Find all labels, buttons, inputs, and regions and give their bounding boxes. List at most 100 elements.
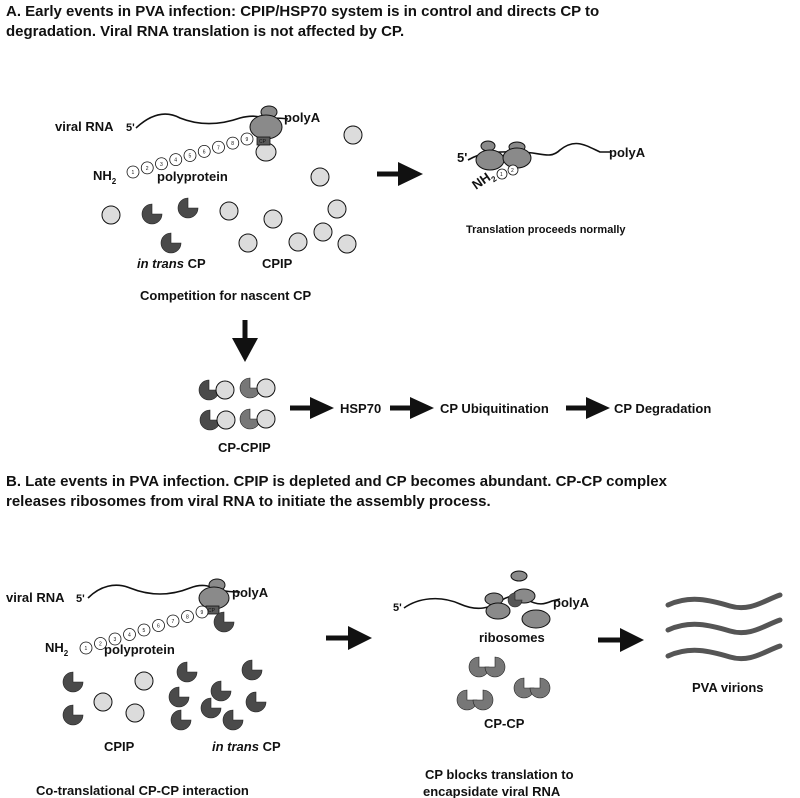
panel-a-in-trans-cp-pool [141,197,199,254]
panel-a-arrow-right [377,162,423,186]
panel-a-arrow-down [232,320,258,362]
panel-a-ubiquitination-label: CP Ubiquitination [440,401,549,416]
panel-a-five-prime-label: 5' [126,122,135,134]
panel-a-in-trans-cp-label: in trans CP [137,256,206,271]
panel-a-bead-5 [183,149,197,162]
panel-b-bead-7 [166,614,180,628]
panel-b-bead-2 [94,637,107,650]
panel-b-bead-1 [79,641,93,655]
panel-b-nh2-text: NH [45,640,64,655]
panel-b-ribosomes-label: ribosomes [479,630,545,645]
panel-b-blocks-line1: CP blocks translation to [425,767,574,782]
panel-a-bead-number-5: 5 [189,154,192,160]
panel-a-polya-label: polyA [284,110,321,125]
panel-b-bead-number-1: 1 [85,646,88,652]
panel-a-hsp70-label: HSP70 [340,401,381,416]
panel-b-virions-label: PVA virions [692,680,764,695]
panel-a-cpip-label: CPIP [262,256,293,271]
panel-b-bead-number-7: 7 [172,619,175,625]
panel-a-ribosome: CP [249,105,283,162]
panel-b-bead-9 [195,605,209,619]
panel-b-arrow-to-release [326,626,372,650]
panel-b-ribosome: CP [198,578,235,633]
panel-b-viral-rna-label: viral RNA [6,590,65,605]
panel-a-degradation-label: CP Degradation [614,401,711,416]
panel-a-bead-4 [169,153,183,167]
panel-a-nh2-right-text: NH [469,169,493,192]
panel-b-bead-number-2: 2 [99,642,102,648]
panel-a-cp-cpip-label: CP-CPIP [218,440,271,455]
panel-b-cpip-pool [93,671,154,723]
panel-a-bead-9 [240,132,254,146]
panel-b-bead-number-9: 9 [201,610,204,616]
panel-b-bead-number-4: 4 [128,633,131,639]
panel-a-in-trans-text: in trans [137,256,184,271]
panel-a-cp-text: CP [188,256,206,271]
panel-a-heading-line2: degradation. Viral RNA translation is no… [6,23,404,40]
panel-a-nh2-right-sub: 2 [490,174,499,184]
panel-b-in-trans-cp-label: in trans CP [212,739,281,754]
panel-b-bead-5 [137,623,151,637]
panel-b-cp-tag: CP [208,608,216,614]
panel-a-bead-number-7: 7 [217,145,220,151]
panel-b-five-prime-label: 5' [76,593,85,605]
panel-a-cp-cpip-complexes [198,377,276,431]
panel-b-cotranslational-label: Co-translational CP-CP interaction [36,783,249,798]
panel-b-rna-released [403,595,561,610]
panel-a-cp-tag: CP [259,139,267,145]
panel-b-blocks-line2: encapsidate viral RNA [423,784,561,798]
panel-a-bead-number-6: 6 [203,149,206,155]
panel-b-cp-pool [62,659,267,731]
panel-b-heading-line2: releases ribosomes from viral RNA to ini… [6,493,491,510]
panel-b-released-ribosomes [484,570,551,629]
panel-b-bead-number-5: 5 [143,628,146,634]
panel-a-bead-number-3: 3 [160,162,163,168]
panel-b-bead-8 [181,610,194,623]
panel-b-heading-line1: B. Late events in PVA infection. CPIP is… [6,473,668,490]
panel-b-bead-6 [152,619,165,632]
panel-b-five-prime-right: 5' [393,602,402,614]
panel-a-nh2-right: NH2 [469,167,499,195]
panel-a-polya-right: polyA [609,145,646,160]
panel-b-bead-number-6: 6 [157,624,160,630]
panel-a-cpip-pool [101,125,363,254]
panel-a-bead-7 [212,140,225,154]
panel-a-bead-number-1: 1 [132,170,135,176]
panel-a-nh2-label: NH2 [93,168,117,186]
panel-a-nh2-text: NH [93,168,112,183]
panel-a-bead-number-2: 2 [146,166,149,172]
panel-a-bead-1-right: 1 [500,172,503,178]
panel-a-translating-ribosomes: 1 2 [475,140,532,180]
panel-a-heading-line1: A. Early events in PVA infection: CPIP/H… [6,3,599,20]
panel-a-bead-6 [197,144,211,158]
panel-b-bead-3 [108,632,122,646]
panel-a-bead-1 [126,165,140,179]
panel-b-nh2-subscript: 2 [64,649,69,658]
panel-a-bead-number-9: 9 [246,137,249,143]
panel-b-cp-cp-label: CP-CP [484,716,525,731]
panel-a-arrow-to-degradation [566,397,610,419]
panel-a-bead-3 [155,157,168,171]
panel-b-polyprotein-beads: 1 2 3 4 5 6 7 8 9 [79,605,209,655]
panel-b-arrow-to-virions [598,628,644,652]
panel-a-bead-2 [140,161,154,175]
panel-a-bead-number-8: 8 [231,141,234,147]
panel-b-polya-right: polyA [553,595,590,610]
panel-a-bead-2-right: 2 [511,168,514,174]
panel-a-polyprotein-label: polyprotein [157,169,228,184]
panel-a-competition-label: Competition for nascent CP [140,288,312,303]
panel-b-bead-number-3: 3 [114,637,117,643]
panel-b-in-trans-text: in trans [212,739,259,754]
panel-a-nh2-subscript: 2 [112,177,117,186]
panel-a-translation-normal-label: Translation proceeds normally [466,224,626,236]
panel-b-bead-number-8: 8 [186,615,189,621]
panel-b-nh2-label: NH2 [45,640,69,658]
panel-a-arrow-to-hsp70 [290,397,334,419]
panel-b-cp-cp-complexes [456,656,551,711]
panel-a-bead-8 [226,136,240,150]
panel-a-five-prime-right: 5' [457,150,467,165]
panel-b-cp-text: CP [263,739,281,754]
panel-b-bead-4 [123,628,136,641]
